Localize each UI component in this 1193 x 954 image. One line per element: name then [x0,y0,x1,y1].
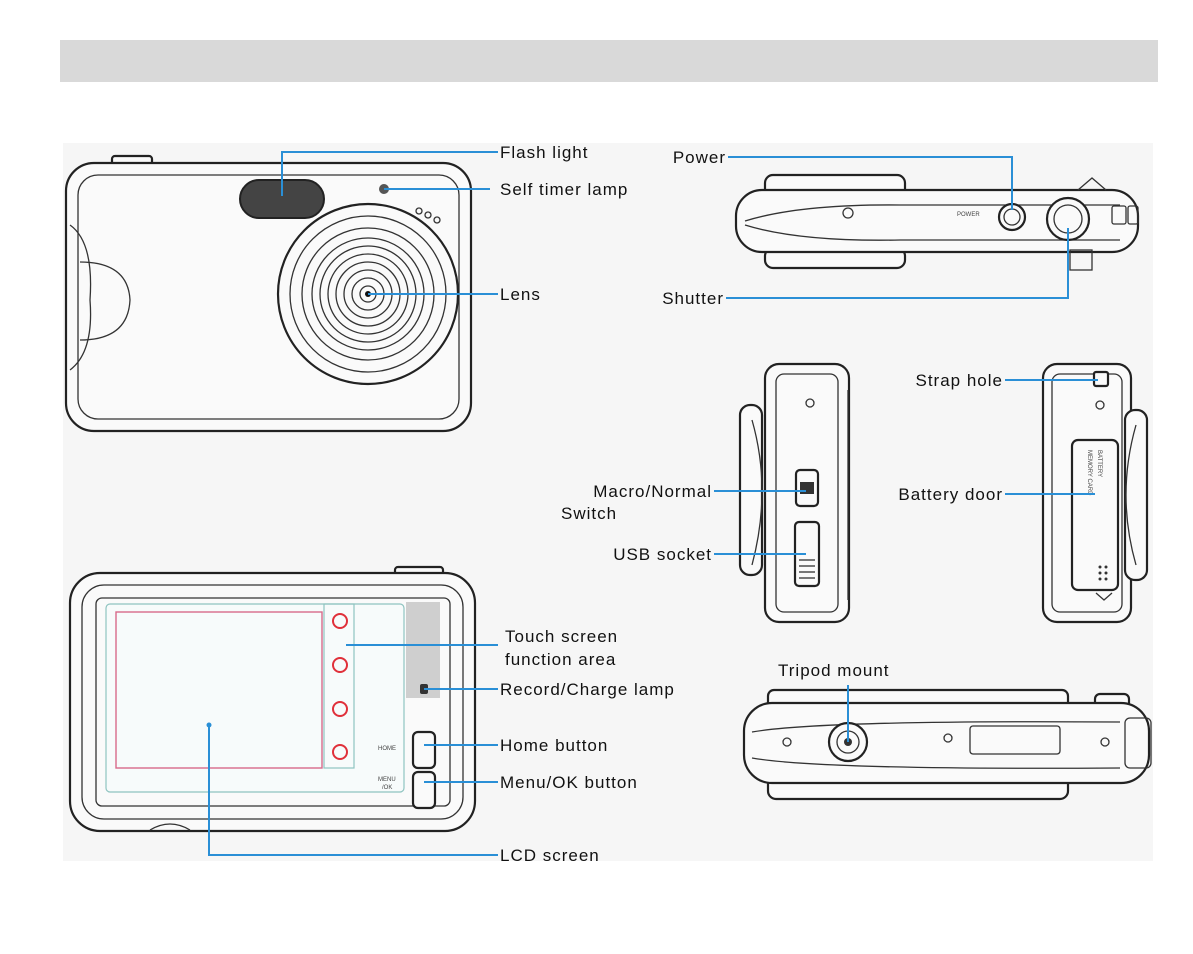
label-tripod-mount: Tripod mount [778,661,890,680]
camera-left-side-view [738,362,851,624]
leader-shutter [726,228,1069,299]
label-macro-normal: Macro/Normal [593,482,712,501]
label-menu-ok-button: Menu/OK button [500,773,638,792]
home-marking: HOME [378,746,396,752]
ok-marking: /OK [382,785,392,791]
touch-area-4 [332,744,348,760]
touch-function-area [323,603,355,769]
label-shutter: Shutter [662,289,724,308]
home-button [411,730,437,770]
leader-lcd-screen [208,725,498,856]
leader-flash-light [281,151,498,196]
touch-area-3 [332,701,348,717]
menu-ok-button [411,770,437,810]
header-bar [60,40,1158,82]
label-battery-door: Battery door [898,485,1003,504]
label-home-button: Home button [500,736,608,755]
label-usb-socket: USB socket [613,545,712,564]
label-function-area: function area [505,650,616,669]
power-marking: POWER [957,212,980,218]
label-lens: Lens [500,285,541,304]
speaker-grille [406,602,440,698]
callout-labels: Flash light Self timer lamp Lens Power S… [500,143,1004,865]
touch-area-1 [332,613,348,629]
memory-card-marking: MEMORY CARD [1086,450,1092,496]
leader-power [728,156,1013,210]
label-self-timer-lamp: Self timer lamp [500,180,628,199]
battery-marking: BATTERY [1096,450,1102,477]
touch-area-2 [332,657,348,673]
battery-door [1070,438,1120,592]
menu-marking: MENU [378,777,396,783]
label-macro-switch: Switch [561,504,617,523]
label-touch-screen: Touch screen [505,627,618,646]
leader-lines [208,151,1098,856]
lcd-screen [115,611,323,769]
label-power: Power [673,148,726,167]
label-lcd-screen: LCD screen [500,846,600,865]
camera-back-view: HOME MENU /OK [68,565,477,833]
camera-top-view: POWER [734,173,1140,271]
label-strap-hole: Strap hole [916,371,1004,390]
grip [79,261,131,341]
camera-bottom-view [742,688,1152,801]
label-record-charge-lamp: Record/Charge lamp [500,680,675,699]
label-flash-light: Flash light [500,143,588,162]
